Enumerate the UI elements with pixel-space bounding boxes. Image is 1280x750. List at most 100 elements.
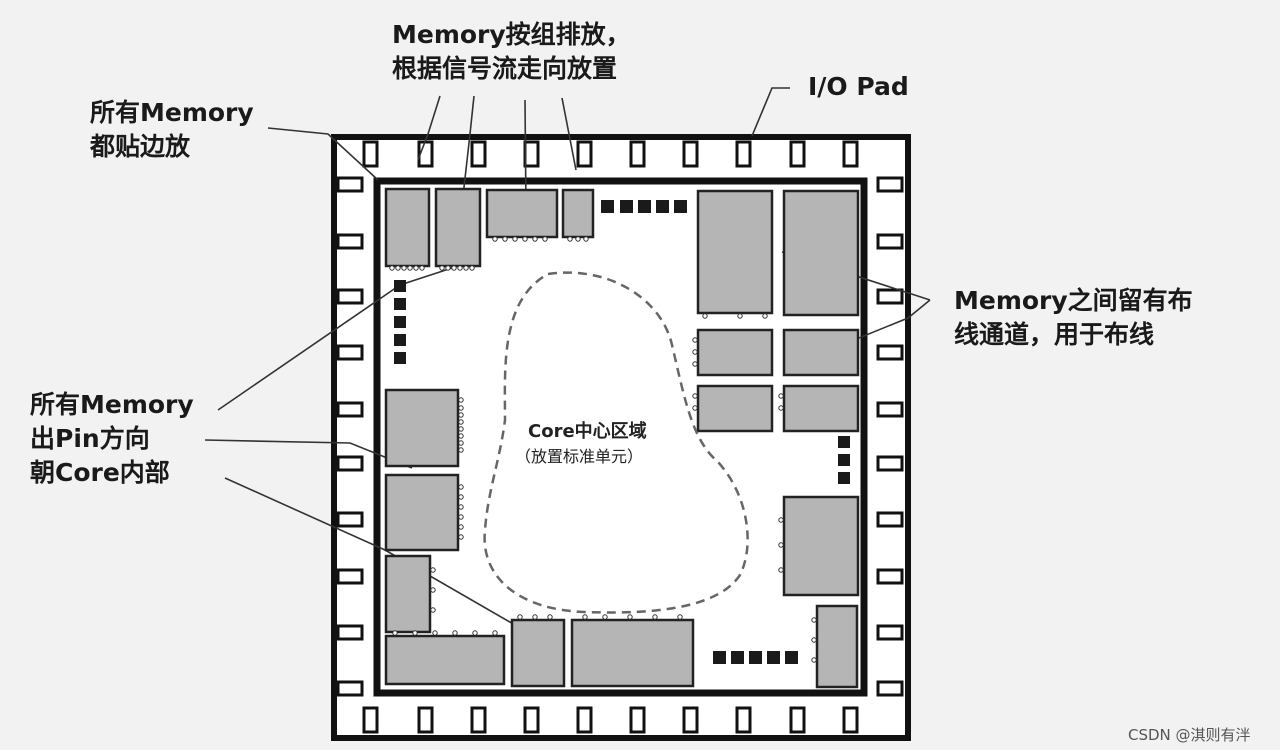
io-pad [336,568,364,585]
macro-pin [502,236,508,242]
standard-cell-block [394,280,406,292]
io-pad [682,706,699,734]
macro-pin [492,630,498,636]
io-pad [470,706,487,734]
io-pad [336,624,364,641]
io-pad [842,140,859,168]
core-area-title: Core中心区域 [528,421,647,442]
io-pad-callout: I/O Pad [808,70,909,104]
memory-grouping-callout: Memory按组排放， 根据信号流走向放置 [392,18,631,86]
memory-channel-line-2: 线通道，用于布线 [954,320,1155,349]
macro-pin [458,412,464,418]
macro-pin [582,614,588,620]
memory-edge-callout: 所有Memory 都贴边放 [90,96,254,164]
leader-line [561,97,577,171]
io-pad [876,401,904,418]
macro-pin [602,614,608,620]
standard-cell-block [394,316,406,328]
macro-pin [452,630,458,636]
standard-cell-block [838,436,850,448]
io-pad [362,706,379,734]
macro-pin [492,236,498,242]
io-pad [789,140,806,168]
macro-pin [627,614,633,620]
memory-macro [384,634,506,686]
memory-macro [561,188,595,239]
macro-pin [451,265,457,271]
memory-channel-callout: Memory之间留有布 线通道，用于布线 [954,284,1193,352]
macro-pin [702,313,708,319]
macro-pin [522,236,528,242]
macro-pin [430,587,436,593]
macro-pin [458,440,464,446]
io-pad [523,706,540,734]
io-pad [336,176,364,193]
memory-macro [782,189,860,317]
memory-grouping-line-1: Memory按组排放， [392,20,631,49]
macro-pin [575,236,581,242]
io-pad [735,140,752,168]
macro-pin [395,265,401,271]
watermark: CSDN @淇则有泮 [1128,726,1251,744]
io-pad [876,680,904,697]
macro-pins [389,236,817,663]
macro-pin [439,265,445,271]
memory-macro [384,187,431,268]
io-pad [682,140,699,168]
memory-macro [384,554,432,634]
macro-pin [392,630,398,636]
macro-pin [458,426,464,432]
memory-channel-line-1: Memory之间留有布 [954,286,1193,315]
core-center-area [483,271,749,614]
io-pad [362,140,379,168]
macro-pin [401,265,407,271]
standard-cell-block [620,200,633,213]
standard-cell-block [638,200,651,213]
standard-cell-block [601,200,614,213]
macro-pin [677,614,683,620]
standard-cell-blocks [394,200,850,664]
macro-pin [811,657,817,663]
macro-pin [778,542,784,548]
macro-pin [458,419,464,425]
macro-pin [458,534,464,540]
macro-pin [762,313,768,319]
macro-pin [778,405,784,411]
io-pad [336,511,364,528]
macro-pin [692,337,698,343]
io-pad [876,288,904,305]
macro-pin [458,405,464,411]
io-pad [842,706,859,734]
standard-cell-block [394,298,406,310]
memory-grouping-line-2: 根据信号流走向放置 [392,54,618,83]
io-pad [576,706,593,734]
macro-pin [458,524,464,530]
memory-macro [510,618,566,688]
macro-pin [692,361,698,367]
standard-cell-block [656,200,669,213]
io-pad [876,176,904,193]
io-pad [417,706,434,734]
io-pad [576,140,593,168]
standard-cell-block [731,651,744,664]
memory-macros [384,187,860,689]
macro-pin [458,433,464,439]
macro-pin [419,265,425,271]
memory-macro [782,495,860,597]
macro-pin [432,630,438,636]
macro-pin [542,236,548,242]
memory-pin-line-3: 朝Core内部 [30,458,170,487]
io-pad [876,455,904,472]
leader-line [417,95,441,161]
memory-macro [384,388,460,468]
io-pad [336,344,364,361]
leader-line [267,127,379,181]
macro-pin [512,236,518,242]
memory-pin-line-2: 出Pin方向 [30,424,150,453]
memory-macro [696,189,774,315]
standard-cell-block [713,651,726,664]
io-pad [336,455,364,472]
macro-pin [458,504,464,510]
